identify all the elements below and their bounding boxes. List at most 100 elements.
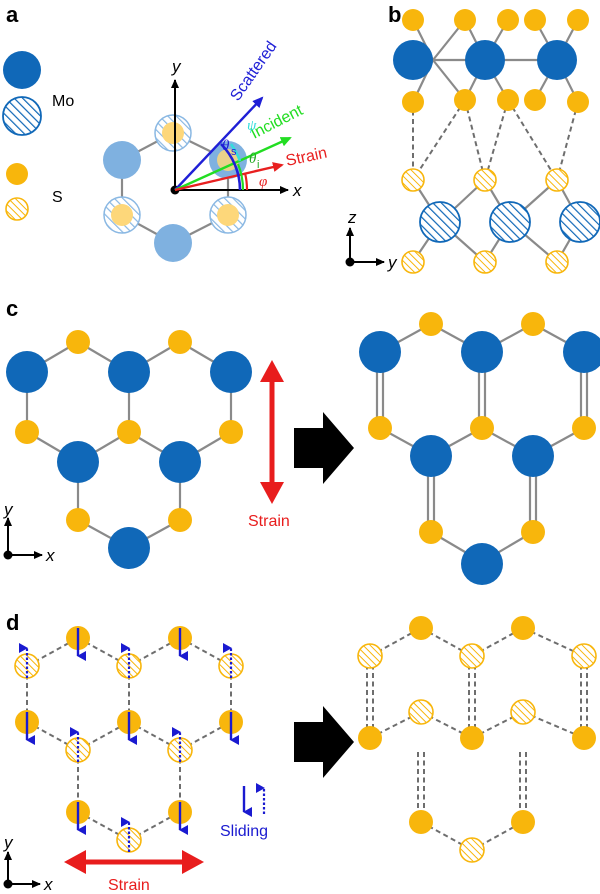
s-atom	[454, 9, 476, 31]
mo-atom	[393, 40, 433, 80]
theta-s-subscript: s	[231, 146, 237, 158]
panel-b: b	[345, 2, 600, 274]
s-atom-hatched	[357, 643, 383, 669]
s-atom	[66, 508, 90, 532]
s-atom	[358, 726, 382, 750]
s-atom-hatched	[401, 250, 425, 274]
origin-dot	[3, 550, 13, 560]
incident-ray	[174, 136, 292, 192]
scattered-ray	[174, 96, 264, 191]
s-atom	[524, 89, 546, 111]
strain-ray	[174, 162, 284, 192]
legend-s-atom-hatched	[5, 197, 29, 221]
theta-i-subscript: i	[257, 159, 259, 171]
s-atom-hatched	[545, 250, 569, 274]
strain-arrow-horizontal	[64, 850, 204, 874]
s-atom-hatched	[473, 250, 497, 274]
axis-z-label: z	[347, 208, 357, 227]
s-atom-hatched	[473, 168, 497, 192]
sliding-arrows	[19, 628, 239, 852]
s-atom-hatched	[401, 168, 425, 192]
axis-y-label: y	[171, 57, 182, 76]
transform-arrow	[294, 412, 354, 484]
s-atom	[460, 726, 484, 750]
mo-atom-hatched	[559, 201, 600, 243]
interlayer-bonds	[412, 99, 579, 181]
legend-mo-atom-hatched	[2, 96, 42, 136]
theta-i-arc	[236, 163, 245, 191]
s-atom-light	[162, 122, 184, 144]
s-atom	[497, 89, 519, 111]
panel-c: c	[3, 296, 600, 585]
mo-atom	[108, 527, 150, 569]
legend-mo-label: Mo	[52, 93, 74, 110]
s-atom	[402, 9, 424, 31]
s-atom-hatched	[459, 643, 485, 669]
phi-symbol: φ	[259, 174, 267, 190]
mo-atom	[465, 40, 505, 80]
s-atom-hatched	[510, 699, 536, 725]
s-atom	[524, 9, 546, 31]
s-atom-hatched	[545, 168, 569, 192]
s-atom	[409, 616, 433, 640]
mo-atom-light	[103, 141, 141, 179]
axis-x-label: x	[45, 546, 55, 565]
legend-s-label: S	[52, 189, 63, 206]
mo-atom-hatched	[489, 201, 531, 243]
s-atom-light	[111, 204, 133, 226]
s-atom	[419, 520, 443, 544]
panel-a: a Mo S y	[2, 2, 329, 262]
s-atom	[117, 420, 141, 444]
s-atom	[521, 520, 545, 544]
strain-ray-label: Strain	[284, 145, 328, 170]
axis-x-label: x	[43, 875, 53, 894]
s-atom	[511, 810, 535, 834]
s-atom	[572, 416, 596, 440]
psi-arc	[229, 143, 242, 162]
axis-y-label: y	[3, 500, 14, 519]
s-atom	[402, 91, 424, 113]
panel-b-label: b	[388, 2, 401, 27]
s-atom-hatched	[571, 643, 597, 669]
s-atom-hatched	[408, 699, 434, 725]
origin-dot	[345, 257, 355, 267]
mo-atom	[537, 40, 577, 80]
s-atom	[219, 420, 243, 444]
transform-arrow	[294, 706, 354, 778]
s-atom	[567, 9, 589, 31]
mo-atom-hatched	[419, 201, 461, 243]
sliding-label: Sliding	[220, 823, 268, 840]
mo-atom	[359, 331, 401, 373]
mo-atom	[461, 331, 503, 373]
s-atom	[521, 312, 545, 336]
mo-atom	[210, 351, 252, 393]
mo-atom	[57, 441, 99, 483]
panel-c-label: c	[6, 296, 18, 321]
s-atom-light	[217, 149, 239, 171]
s-atom	[368, 416, 392, 440]
psi-symbol: ψ	[247, 118, 257, 134]
mo-atom	[563, 331, 600, 373]
scattered-label: Scattered	[227, 38, 280, 104]
s-atom	[66, 330, 90, 354]
s-atom	[168, 508, 192, 532]
origin-dot	[3, 879, 13, 889]
s-atom	[567, 91, 589, 113]
theta-s-symbol: θ	[222, 138, 230, 154]
s-atom	[409, 810, 433, 834]
s-atom	[511, 616, 535, 640]
mo-atom	[410, 435, 452, 477]
s-atom	[419, 312, 443, 336]
theta-s-arc	[220, 143, 242, 191]
s-atom-light	[217, 204, 239, 226]
s-atom	[497, 9, 519, 31]
s-atom	[15, 420, 39, 444]
panel-a-label: a	[6, 2, 19, 27]
mo-atom	[108, 351, 150, 393]
s-atom-hatched	[459, 837, 485, 863]
s-atom	[572, 726, 596, 750]
mo-atom	[6, 351, 48, 393]
s-atom	[470, 416, 494, 440]
legend-s-atom	[6, 163, 28, 185]
